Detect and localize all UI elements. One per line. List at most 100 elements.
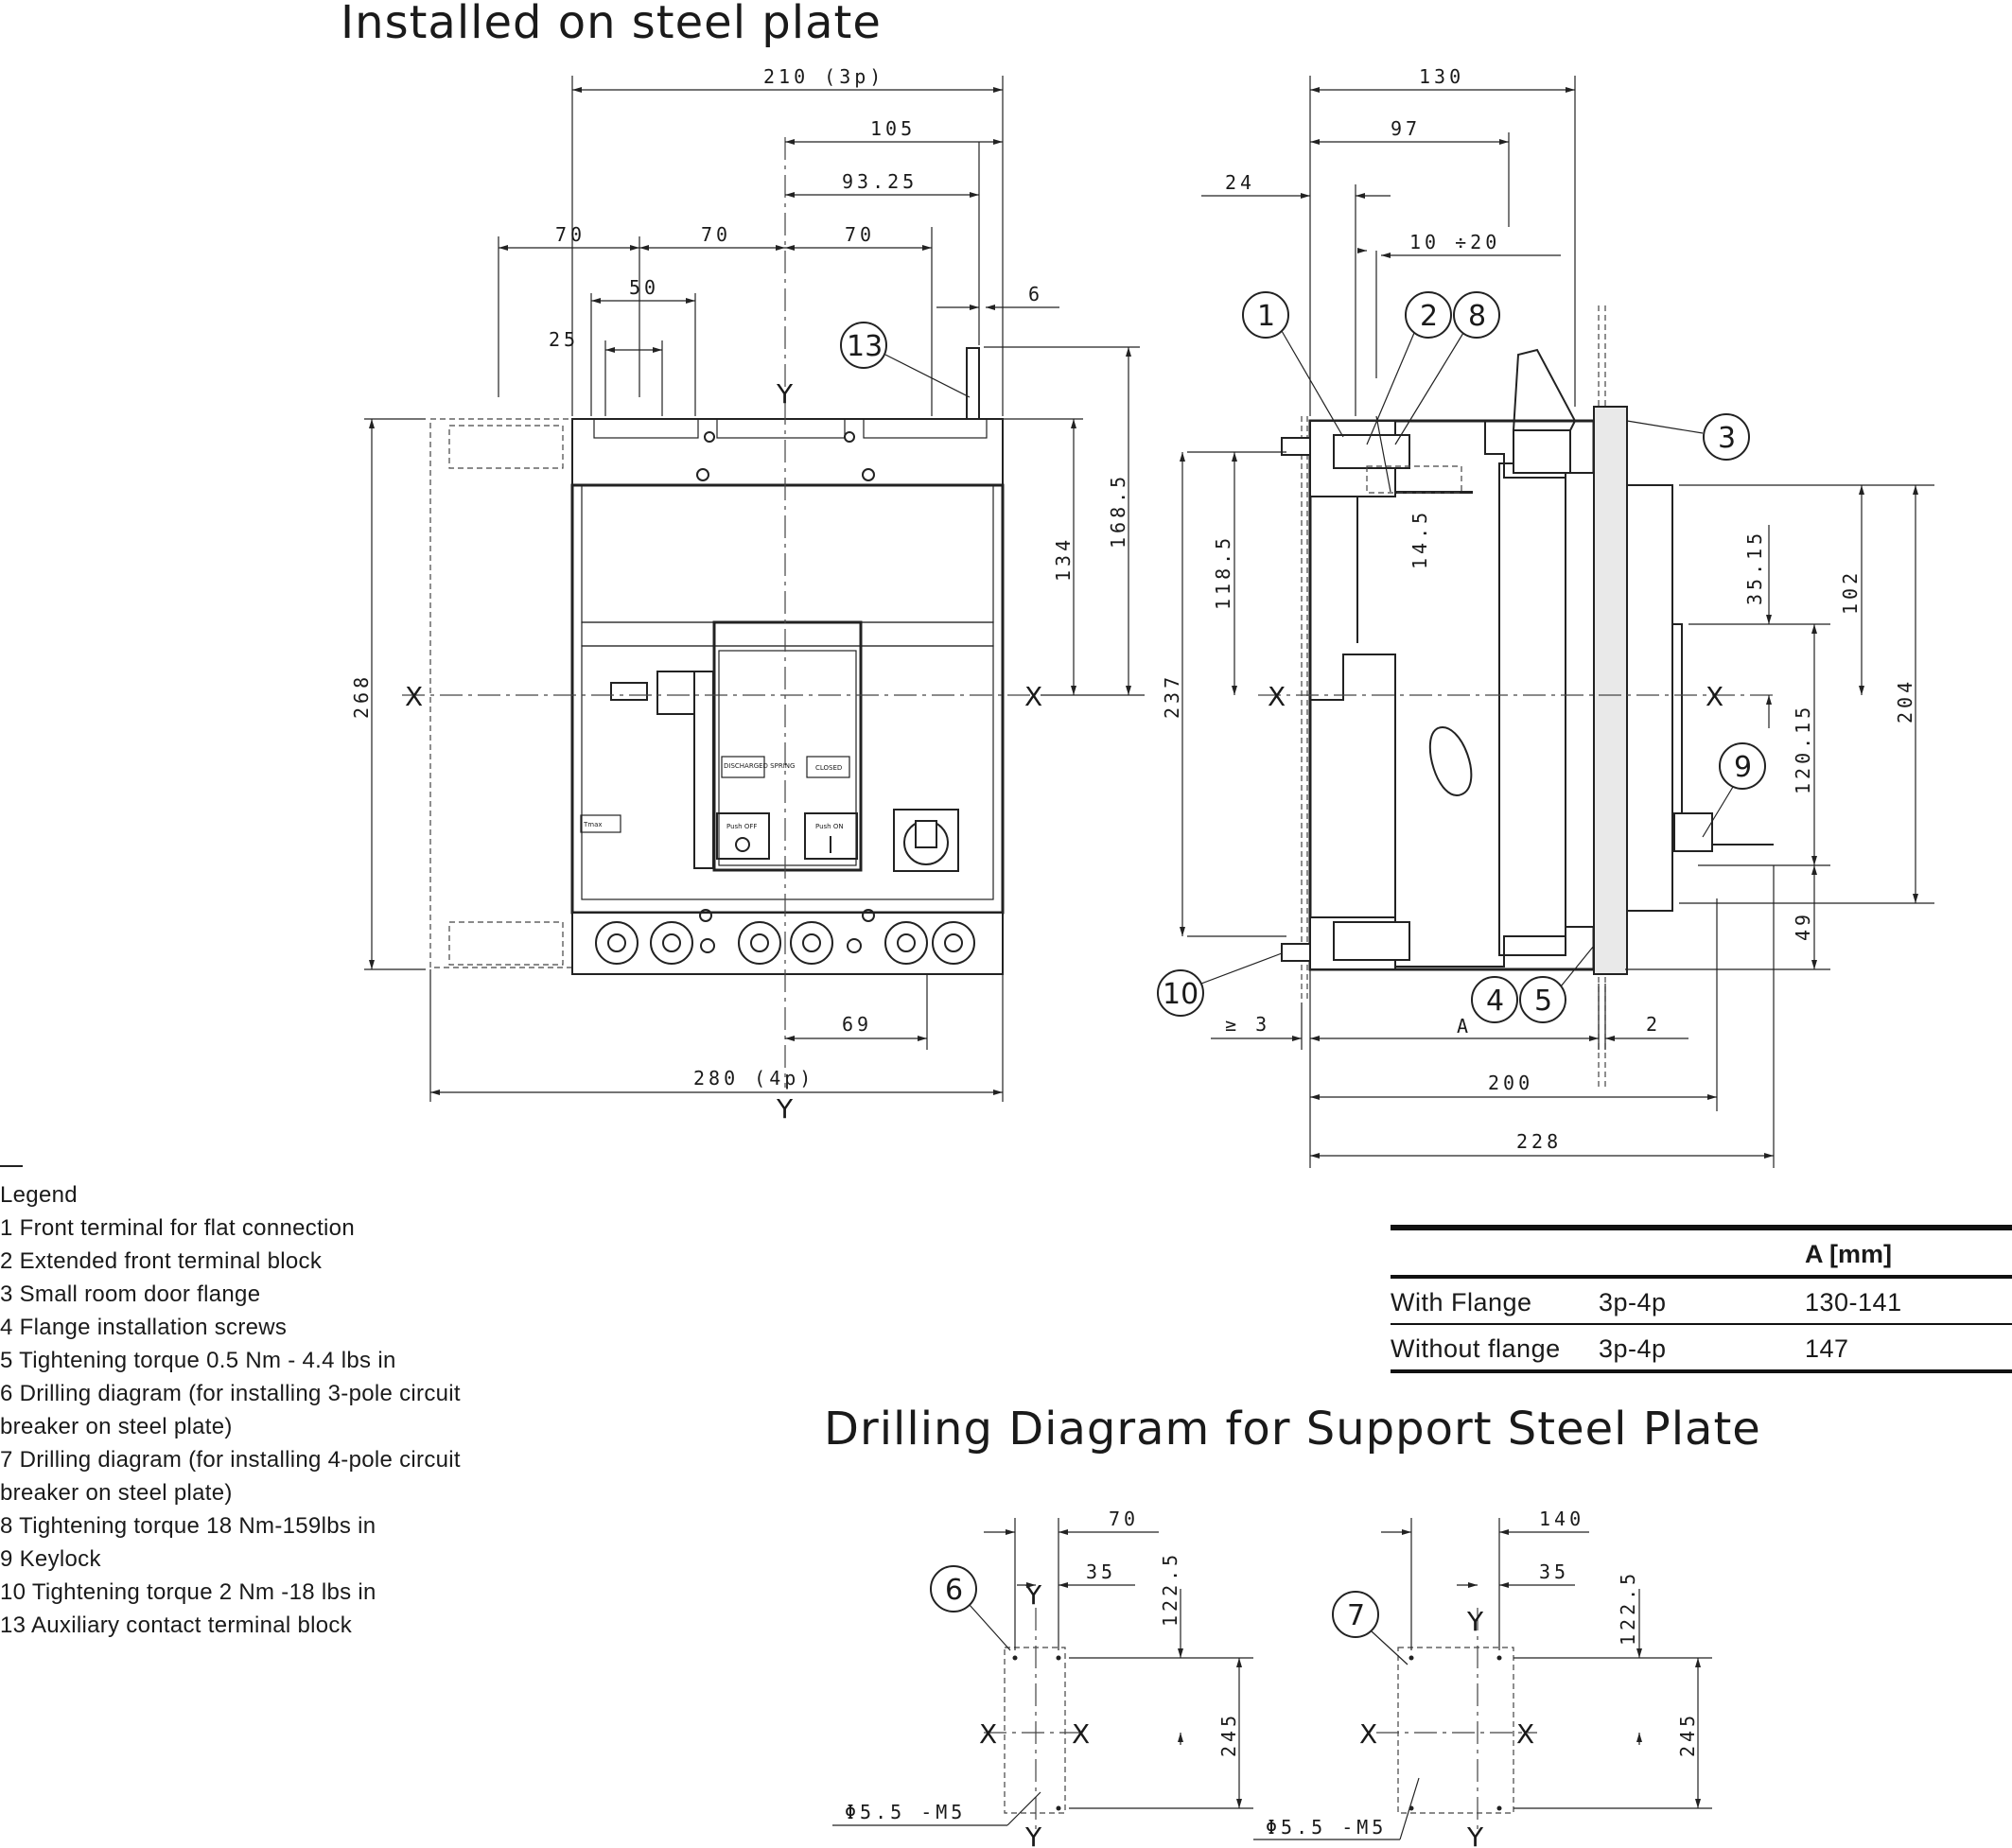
central-module-inner (718, 650, 857, 866)
drill3p-hole-label: Φ5.5 -M5 (845, 1801, 966, 1823)
dim-118-5: 118.5 (1212, 534, 1234, 610)
bottom-terminal-5-screw (897, 933, 916, 952)
callout-9-label: 9 (1734, 751, 1752, 784)
closed-indicator (806, 756, 850, 778)
table-row: With Flange 3p-4p 130-141 (1391, 1277, 2012, 1325)
push-off-button[interactable] (716, 812, 770, 860)
dim-49: 49 (1792, 911, 1814, 941)
push-on-button[interactable] (804, 812, 858, 860)
screw (699, 909, 712, 922)
bottom-terminal-2 (650, 921, 693, 965)
drilling-title: Drilling Diagram for Support Steel Plate (824, 1403, 1761, 1456)
callout-2 (1405, 291, 1452, 339)
dimension-a-table: A [mm] With Flange 3p-4p 130-141 Without… (1391, 1225, 2012, 1373)
dim-105: 105 (870, 117, 916, 140)
main-title: Installed on steel plate (341, 0, 882, 49)
door-flange (1593, 406, 1628, 975)
keylock-side (1673, 812, 1713, 852)
upper-cover (581, 484, 994, 623)
top-terminal-2 (716, 418, 846, 439)
dim-50: 50 (629, 276, 659, 299)
dim-280-4p: 280 (4p) (693, 1067, 814, 1090)
top-terminal-screw (1281, 437, 1311, 456)
dim-228: 228 (1516, 1130, 1562, 1153)
spring-indicator-label: DISCHARGED SPRING (724, 762, 795, 770)
push-on-label: Push ON (815, 823, 844, 830)
callout-5 (1519, 976, 1566, 1023)
bottom-terminal-5 (884, 921, 928, 965)
drill4p-dim-122-5: 122.5 (1617, 1570, 1639, 1646)
dim-102: 102 (1839, 569, 1862, 615)
axis-x-left: X (405, 681, 423, 712)
dim-134: 134 (1052, 536, 1075, 582)
bottom-terminal-block (571, 912, 1004, 975)
flange-lip (1671, 623, 1683, 838)
fourth-pole-terminal-bottom (448, 921, 564, 966)
bottom-terminal-4 (790, 921, 833, 965)
drill3p-dim-35: 35 (1086, 1560, 1116, 1583)
table-header-cell (1391, 1225, 1599, 1279)
push-off-label: Push OFF (726, 823, 757, 830)
drilling-diagram-3p: X X Y Y 70 35 122.5 245 6 Φ5.5 -M5 (832, 1508, 1253, 1848)
bottom-terminal-1-screw (607, 933, 626, 952)
callout-1 (1242, 291, 1289, 339)
drill3p-dim-70: 70 (1109, 1508, 1139, 1530)
plate-outline-3p (1004, 1647, 1066, 1814)
axis-y-top: Y (776, 378, 794, 410)
callout-4 (1471, 976, 1518, 1023)
legend-item: 5 Tightening torque 0.5 Nm - 4.4 lbs in (0, 1348, 396, 1373)
dim-130: 130 (1419, 65, 1464, 88)
dim-204: 204 (1894, 678, 1916, 724)
callout-6-label: 6 (945, 1574, 963, 1607)
callout-13 (840, 322, 887, 369)
lever-tip (610, 682, 648, 701)
drill3p-x-right: X (1072, 1718, 1090, 1750)
table-cell: 147 (1805, 1324, 2012, 1373)
dim-ge-3: ≥ 3 (1225, 1013, 1270, 1036)
table-header-cell: A [mm] (1805, 1225, 2012, 1279)
side-view: X X 130 97 24 10 ÷20 118.5 237 14.5 (1157, 65, 1934, 1168)
lever-base (656, 671, 696, 715)
side-axis-x-right: X (1706, 681, 1723, 712)
callout-13-label: 13 (847, 330, 883, 363)
screw (862, 468, 875, 481)
front-panel-side (1565, 472, 1595, 928)
plate-outline-4p (1397, 1647, 1514, 1814)
legend-item: 8 Tightening torque 18 Nm-159lbs in (0, 1513, 376, 1539)
flange-front (1626, 484, 1673, 912)
callout-10 (1157, 969, 1204, 1017)
drill3p-y-top: Y (1024, 1579, 1042, 1611)
drill3p-dim-245: 245 (1217, 1712, 1240, 1757)
callout-1-label: 1 (1257, 300, 1275, 333)
table-header-cell (1599, 1225, 1805, 1279)
table-cell: Without flange (1391, 1324, 1599, 1373)
lever-arm (693, 671, 714, 869)
dim-2: 2 (1646, 1013, 1661, 1036)
callout-6 (930, 1565, 977, 1613)
drill4p-y-bottom: Y (1466, 1822, 1484, 1848)
table-header-row: A [mm] (1391, 1225, 2012, 1279)
top-terminal-block (571, 418, 1004, 486)
callout-4-label: 4 (1486, 985, 1504, 1018)
legend-item: 9 Keylock (0, 1546, 101, 1572)
dim-69: 69 (842, 1013, 872, 1036)
central-module (712, 620, 863, 872)
table-row: Without flange 3p-4p 147 (1391, 1324, 2012, 1373)
aux-contact-side (1513, 348, 1577, 431)
dim-6: 6 (1028, 283, 1043, 305)
hole-4p (1408, 1655, 1414, 1661)
hole-3p (1056, 1655, 1061, 1661)
fourth-pole-outline (429, 418, 573, 968)
drilling-diagram-4p: X X Y Y 140 35 122.5 245 7 Φ5.5 -M5 (1253, 1508, 1712, 1848)
legend-marker (0, 1165, 23, 1167)
callout-8 (1453, 291, 1500, 339)
dim-10-20: 10 ÷20 (1409, 231, 1500, 253)
callout-3 (1703, 413, 1750, 461)
aux-block-side (1513, 429, 1571, 474)
dim-97: 97 (1391, 117, 1421, 140)
drill4p-hole-label: Φ5.5 -M5 (1266, 1816, 1387, 1839)
dim-200: 200 (1488, 1072, 1533, 1094)
legend-title: Legend (0, 1182, 78, 1208)
bottom-terminal-6-screw (944, 933, 963, 952)
legend-item: 13 Auxiliary contact terminal block (0, 1613, 352, 1638)
